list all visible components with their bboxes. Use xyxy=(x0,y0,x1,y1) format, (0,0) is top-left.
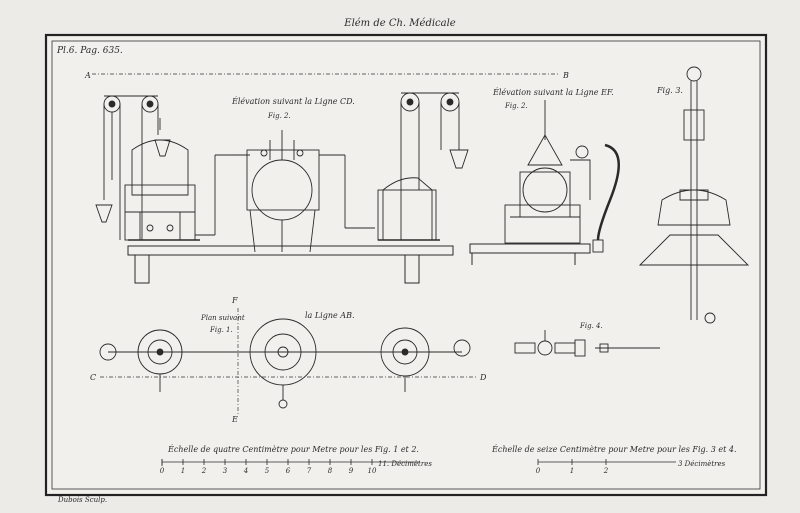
line-label-c: C xyxy=(90,373,96,382)
scale-tick-label: 6 xyxy=(286,467,291,475)
scale-tick-label: 1 xyxy=(181,467,185,475)
line-label-a: A xyxy=(84,71,91,80)
scale-tick-label: 4 xyxy=(243,467,248,475)
caption-fig2: Fig. 2. xyxy=(267,112,291,120)
line-label-f: F xyxy=(231,296,238,305)
scale-tick-label: 9 xyxy=(349,467,354,475)
scale-right-caption: Échelle de seize Centimètre pour Metre p… xyxy=(491,445,736,454)
caption-elevation-cd: Élévation suivant la Ligne CD. xyxy=(231,97,355,106)
scale-left-ticks: 0 1 2 3 4 5 6 7 8 9 10 xyxy=(160,459,377,475)
scale-tick-label: 2 xyxy=(201,467,207,475)
header-title: Elém de Ch. Médicale xyxy=(343,18,456,29)
scale-tick-label: 10 xyxy=(368,467,377,475)
line-label-e: E xyxy=(231,415,238,424)
scale-tick-label: 5 xyxy=(265,467,270,475)
inner-frame xyxy=(51,40,761,490)
caption-plan-1: Plan suivant xyxy=(200,314,245,322)
scale-tick-label: 0 xyxy=(160,467,165,475)
fig4-valve xyxy=(514,330,660,357)
left-table xyxy=(127,245,454,284)
scale-tick-label: 3 xyxy=(223,467,228,475)
caption-fig1: Fig. 1. xyxy=(209,326,233,334)
scale-left-caption: Échelle de quatre Centimètre pour Metre … xyxy=(167,445,419,454)
line-label-b: B xyxy=(562,71,569,80)
scale-tick-label: 8 xyxy=(328,467,333,475)
caption-fig4: Fig. 4. xyxy=(579,322,603,330)
scale-tick-label: 2 xyxy=(603,467,609,475)
scale-right-end: 3 Décimètres xyxy=(678,460,726,468)
scale-left-end: 11. Décimètres xyxy=(378,460,432,468)
plan-view xyxy=(99,318,471,409)
fig3-apparatus xyxy=(638,66,750,324)
scale-tick-label: 7 xyxy=(307,467,312,475)
plate-reference: Pl.6. Pag. 635. xyxy=(56,46,123,56)
scale-tick-label: 1 xyxy=(570,467,574,475)
right-table xyxy=(469,243,591,265)
ef-apparatus xyxy=(504,100,620,253)
central-flask xyxy=(232,130,375,253)
caption-plan-2: la Ligne AB. xyxy=(305,311,355,320)
right-gasometer xyxy=(377,92,469,241)
caption-fig2b: Fig. 2. xyxy=(504,102,528,110)
scale-tick-label: 0 xyxy=(536,467,541,475)
scale-right-ticks: 0 1 2 xyxy=(536,459,609,475)
engraver-credit: Dubois Sculp. xyxy=(57,496,107,504)
caption-fig3: Fig. 3. xyxy=(656,86,683,95)
caption-elevation-ef: Élévation suivant la Ligne EF. xyxy=(492,88,614,97)
line-label-d: D xyxy=(479,373,487,382)
